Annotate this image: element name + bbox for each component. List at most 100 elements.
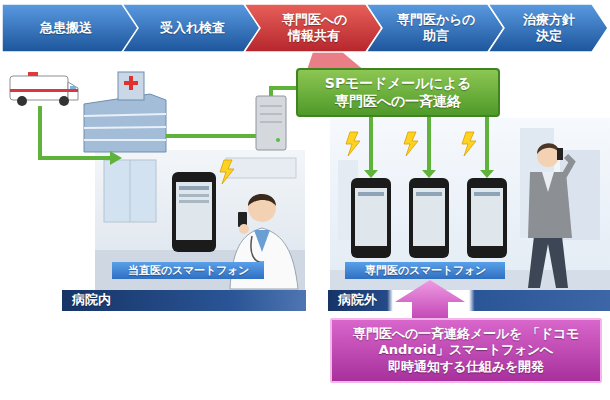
link-arrowheads-part <box>110 151 122 165</box>
text-block: 当直医のスマートフォン <box>128 264 249 278</box>
ambulance-part <box>10 76 68 100</box>
hospital-building <box>84 72 166 152</box>
ambulance-part <box>17 96 27 106</box>
doctor-part <box>248 194 276 222</box>
green-link-lines-part <box>166 134 256 138</box>
duty-phone-part <box>179 194 209 197</box>
text-block: 専門医からの 助言 <box>395 12 477 45</box>
hospital-building-part <box>84 127 166 128</box>
hospital-building-part <box>118 72 144 100</box>
link-arrowheads-part <box>364 170 378 178</box>
specialist-phones-part <box>471 188 503 246</box>
step-label: 専門医への 情報共有 <box>275 12 353 45</box>
server-part <box>260 114 282 115</box>
step-label: 急患搬送 <box>40 20 92 36</box>
specialist-phones-part <box>467 178 507 258</box>
duty-phone <box>172 172 216 252</box>
text-block: 受入れ検査 <box>160 20 225 36</box>
area-bar: 病院外 <box>328 290 610 311</box>
flow-step: 専門医からの 助言 <box>366 4 504 52</box>
green-link-lines-part <box>485 110 489 170</box>
hospital-room-part <box>226 158 296 178</box>
specialist-phones-part <box>416 192 442 196</box>
walking-man-part <box>557 148 563 160</box>
duty-phone-part <box>172 172 216 252</box>
device-label: 当直医のスマートフォン <box>112 262 264 279</box>
flow-step: 急患搬送 <box>2 4 140 52</box>
doctor-part <box>248 194 276 206</box>
server-part <box>260 106 282 107</box>
text-block: 専門医のスマートフォン <box>365 264 486 278</box>
chevron-outline <box>122 4 260 52</box>
hospital-building-part <box>84 139 166 141</box>
signal-bolts-part <box>404 132 418 156</box>
ambulance <box>10 72 78 106</box>
hospital-building-part <box>84 114 166 116</box>
server-part <box>256 96 286 150</box>
specialist-phones-part <box>355 188 387 246</box>
flow-step-active: 専門医への 情報共有 <box>244 4 382 52</box>
specialist-phones-part <box>413 188 445 246</box>
note-box: 専門医への一斉連絡メールを 「ドコモ Android」スマートフォンへ 即時通知… <box>330 318 602 383</box>
text-block: SPモードメールによる 専門医への一斉連絡 <box>318 75 479 110</box>
chevron-outline <box>244 4 382 52</box>
duty-phone-part <box>179 186 209 190</box>
chevron-outline <box>2 4 140 52</box>
walking-man-part <box>528 236 568 288</box>
specialist-phones-part <box>409 178 449 258</box>
node-label: 病院内 <box>72 292 111 308</box>
specialist-phones-part <box>351 178 391 258</box>
link-arrowheads <box>110 151 494 178</box>
signal-bolts-part <box>462 132 476 156</box>
walking-man-part <box>537 143 559 154</box>
duty-phone-part <box>179 200 209 203</box>
green-link-lines-part <box>369 110 373 170</box>
area-bar: 病院内 <box>62 290 306 311</box>
link-arrowheads-part <box>480 170 494 178</box>
chevron-outline <box>488 4 608 52</box>
server-part <box>276 138 280 142</box>
doctor-part <box>230 228 298 289</box>
duty-phone-part <box>176 182 212 240</box>
text-block: 専門医への一斉連絡メールを 「ドコモ Android」スマートフォンへ 即時通知… <box>343 326 590 375</box>
walking-man <box>528 143 572 288</box>
step-label: 受入れ検査 <box>160 20 225 36</box>
server-part <box>260 122 282 123</box>
node-label: SPモードメールによる 専門医への一斉連絡 <box>318 75 479 110</box>
green-link-lines-part <box>271 88 298 96</box>
node-label: 専門医への一斉連絡メールを 「ドコモ Android」スマートフォンへ 即時通知… <box>343 326 590 375</box>
hospital-building-part <box>124 81 138 85</box>
hospital-room <box>95 150 305 290</box>
step-label: 治療方針 決定 <box>517 12 582 45</box>
signal-bolts-part <box>220 160 234 184</box>
hospital-room-part <box>104 160 156 222</box>
step-label: 専門医からの 助言 <box>395 12 477 45</box>
signal-bolts <box>220 132 476 184</box>
ambulance-part <box>10 89 78 92</box>
walking-man-part <box>542 172 554 192</box>
doctor-part <box>254 230 270 252</box>
node-label: 当直医のスマートフォン <box>128 264 249 278</box>
server <box>256 96 286 150</box>
text-block: 急患搬送 <box>40 20 92 36</box>
green-link-lines-part <box>427 110 431 170</box>
green-link-lines-part <box>40 106 110 158</box>
message-box: SPモードメールによる 専門医への一斉連絡 <box>296 68 500 117</box>
ambulance-part <box>28 72 38 76</box>
flow-step: 受入れ検査 <box>122 4 260 52</box>
text-block: 病院内 <box>72 292 111 308</box>
specialist-phones-part <box>474 192 500 196</box>
chevron-outline <box>366 4 504 52</box>
text-block: 専門医への 情報共有 <box>275 12 353 45</box>
text-block: 病院外 <box>338 292 377 308</box>
hospital-building-part <box>84 94 166 152</box>
doctor-part <box>239 224 249 234</box>
text-block: 治療方針 決定 <box>517 12 582 45</box>
node-label: 専門医のスマートフォン <box>365 264 486 278</box>
hospital-room-part <box>130 160 131 222</box>
walking-man-part <box>528 172 572 238</box>
walking-man-part <box>564 156 572 176</box>
hospital-room-part <box>95 150 305 290</box>
ambulance-part <box>59 96 69 106</box>
